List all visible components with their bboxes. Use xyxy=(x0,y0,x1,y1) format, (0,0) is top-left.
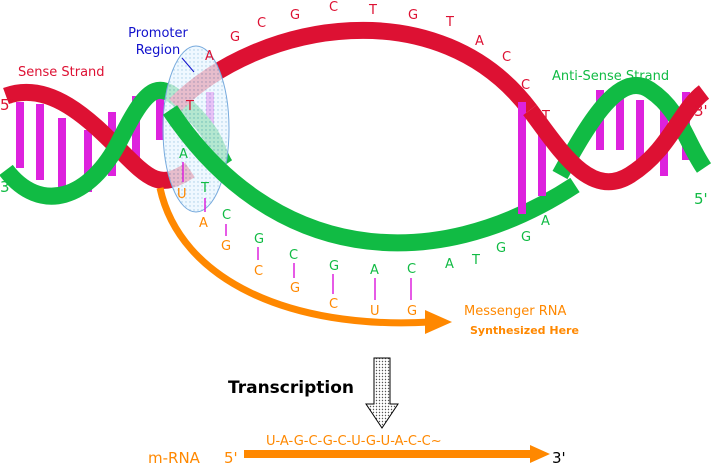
antisense-base: C xyxy=(289,248,298,263)
sense-base: T xyxy=(445,15,454,30)
rna-base: G xyxy=(407,304,417,319)
sense-strand-label: Sense Strand xyxy=(18,65,105,80)
promoter-label-line2: Region xyxy=(136,43,181,58)
sense-base: T xyxy=(541,109,550,124)
mrna-label: m-RNA xyxy=(148,449,201,463)
rna-base: G xyxy=(221,239,231,254)
antisense-base: G xyxy=(521,230,531,245)
left-top-end-label: 5' xyxy=(0,96,14,114)
promoter-label-line1: Promoter xyxy=(128,26,188,41)
mrna-arrowhead xyxy=(425,310,452,334)
antisense-strand-right xyxy=(552,77,712,180)
antisense-base: G xyxy=(496,241,506,256)
messenger-rna-label: Messenger RNA xyxy=(464,304,566,319)
pairing-ticks xyxy=(182,162,412,300)
left-bottom-end-label: 3' xyxy=(0,178,14,196)
sense-base: C xyxy=(502,50,511,65)
rna-base: U xyxy=(370,304,380,319)
antisense-base: A xyxy=(541,214,550,229)
promoter-pointer xyxy=(181,57,195,73)
antisense-base: T xyxy=(471,253,480,268)
mrna-strand-arrowhead xyxy=(530,445,550,463)
transcription-arrow-icon xyxy=(365,357,399,429)
sense-base: G xyxy=(290,8,300,23)
messenger-rna-sublabel: Synthesized Here xyxy=(470,324,579,337)
transcription-label: Transcription xyxy=(228,378,354,398)
antisense-strand-arc xyxy=(162,105,580,252)
sense-bases: T A G C G C T G T A C C T xyxy=(185,0,550,124)
sense-base: A xyxy=(475,34,484,49)
antisense-base: T xyxy=(200,181,209,196)
rna-base: G xyxy=(290,281,300,296)
rna-base: U xyxy=(177,187,187,202)
antisense-strand-label: Anti-Sense Strand xyxy=(552,69,669,84)
sense-strand-right xyxy=(523,85,710,191)
antisense-base: A xyxy=(370,263,379,278)
rna-base: A xyxy=(199,216,208,231)
mrna-sequence: U-A-G-C-G-C-U-G-U-A-C-C~ xyxy=(266,434,442,449)
sense-base: G xyxy=(408,8,418,23)
mrna-right-end-label: 3' xyxy=(552,449,566,463)
promoter-region xyxy=(162,45,230,213)
sense-base: C xyxy=(329,0,338,15)
sense-base: C xyxy=(521,78,530,93)
antisense-base: C xyxy=(407,262,416,277)
rna-base: C xyxy=(254,264,263,279)
mrna-synthesis-arrow xyxy=(156,187,431,327)
sense-base: A xyxy=(205,49,214,64)
antisense-bases: A T C G C G A C A T G G A xyxy=(179,147,550,278)
sense-base: T xyxy=(368,3,377,18)
sense-base: G xyxy=(230,30,240,45)
antisense-base: C xyxy=(222,208,231,223)
mrna-left-end-label: 5' xyxy=(224,449,238,463)
antisense-base: G xyxy=(329,259,339,274)
antisense-base: G xyxy=(254,232,264,247)
right-bottom-end-label: 5' xyxy=(694,190,708,208)
rna-bases: U A G C G C U G xyxy=(177,187,417,319)
right-double-helix xyxy=(518,77,712,214)
antisense-base: A xyxy=(445,257,454,272)
rna-base: C xyxy=(329,297,338,312)
antisense-base: A xyxy=(179,147,188,162)
sense-base: C xyxy=(257,16,266,31)
sense-base: T xyxy=(185,99,194,114)
right-top-end-label: 3' xyxy=(694,102,708,120)
mrna-strand-bar xyxy=(244,450,530,458)
